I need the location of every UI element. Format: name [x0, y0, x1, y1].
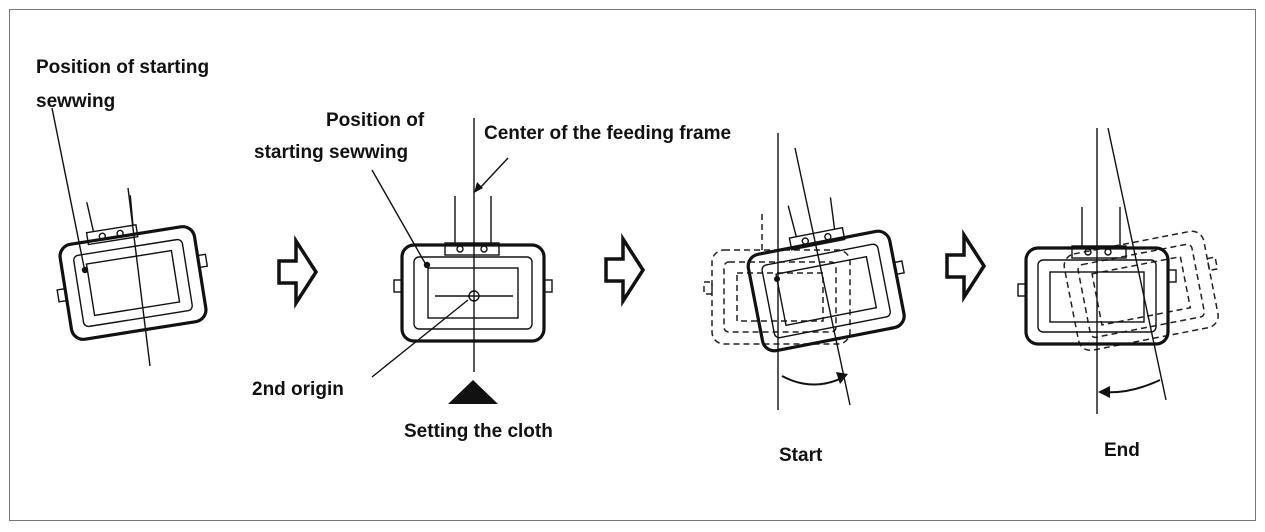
flow-arrow-3	[945, 229, 987, 303]
label-center-feeding-frame: Center of the feeding frame	[484, 123, 732, 144]
label-end: End	[1104, 440, 1140, 461]
start-point-2	[423, 261, 431, 269]
leader-start-2	[371, 169, 426, 264]
second-origin-mark	[468, 290, 480, 302]
flow-arrow-2	[604, 233, 646, 307]
label-position-start-1b: sewwing	[36, 91, 116, 112]
label-position-start-2b: starting sewwing	[254, 142, 409, 163]
diagram-border	[9, 9, 1256, 521]
label-position-start-1a: Position of starting	[36, 57, 210, 78]
feeding-frame-4	[1017, 127, 1219, 414]
feeding-frame-1	[51, 107, 209, 367]
leader-origin	[371, 299, 469, 378]
leader-start-1	[51, 107, 85, 268]
label-second-origin: 2nd origin	[252, 379, 344, 400]
leader-center	[479, 157, 509, 189]
feeding-frame-3	[703, 133, 906, 410]
setting-cloth-arrow	[448, 380, 498, 404]
feeding-frame-2	[371, 118, 553, 378]
start-point-1	[81, 266, 89, 274]
label-setting-cloth: Setting the cloth	[404, 421, 553, 442]
label-start: Start	[779, 445, 823, 466]
label-position-start-2a: Position of	[326, 110, 425, 131]
flow-arrow-1	[277, 235, 319, 309]
